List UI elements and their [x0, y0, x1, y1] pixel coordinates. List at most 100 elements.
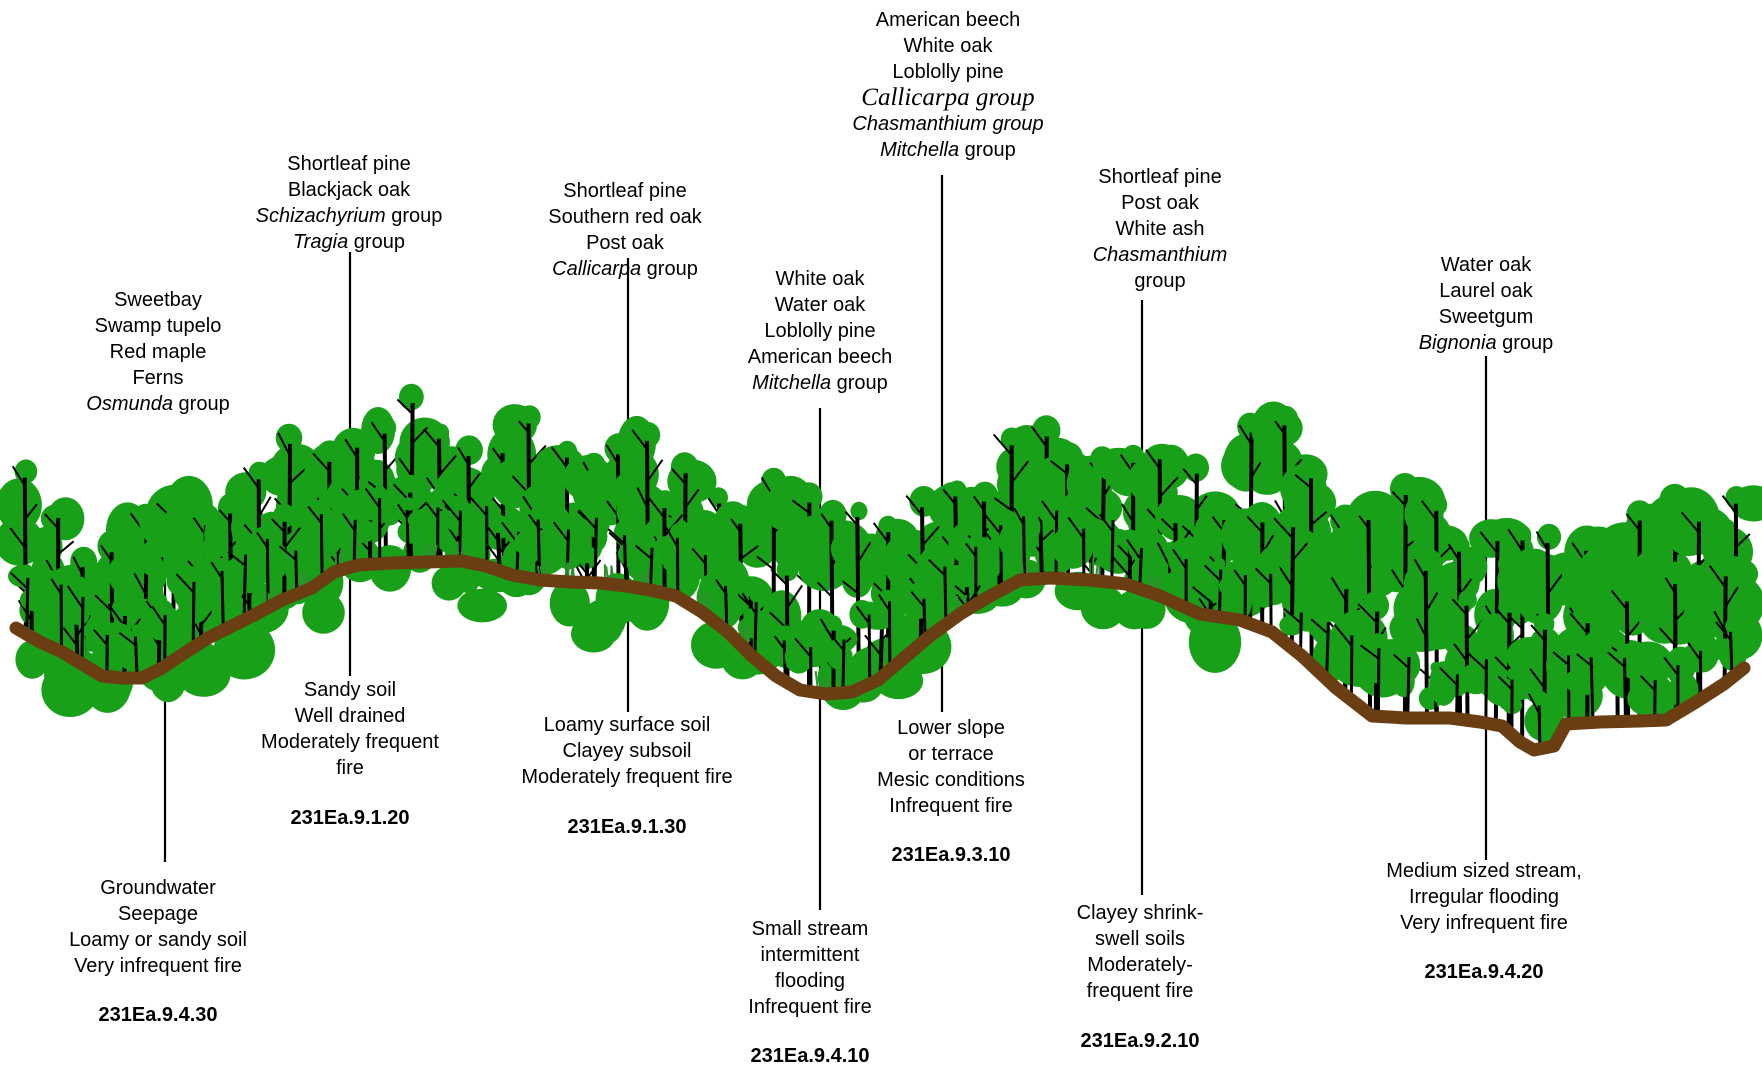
species-line: Shortleaf pine: [1098, 166, 1222, 188]
foliage: [339, 519, 379, 543]
site-line: Well drained: [294, 705, 406, 727]
species-line: Chasmanthium group: [852, 113, 1044, 135]
species-line: Mitchella group: [752, 372, 888, 394]
branch: [441, 499, 461, 522]
species-line: Osmunda group: [86, 393, 230, 415]
foliage: [1335, 572, 1356, 594]
branch: [647, 496, 666, 519]
species-line: Laurel oak: [1439, 280, 1533, 302]
branch: [342, 513, 355, 531]
foliage: [1506, 668, 1518, 680]
branch: [1211, 515, 1224, 531]
species-line: Red maple: [109, 341, 207, 363]
foliage: [918, 585, 933, 601]
branch: [858, 541, 872, 562]
foliage: [653, 490, 676, 515]
foliage: [1484, 522, 1508, 548]
foliage: [709, 487, 729, 508]
foliage: [636, 422, 661, 448]
branch: [1735, 533, 1751, 548]
foliage: [530, 503, 549, 524]
branch: [1393, 653, 1409, 668]
foliage: [1131, 533, 1148, 551]
species-line: Schizachyrium group: [255, 205, 443, 227]
branch: [1283, 607, 1302, 624]
branch: [1625, 513, 1641, 532]
tree: [203, 557, 243, 635]
site-label-231Ea-9-1-20: Sandy soil Well drained Moderately frequ…: [261, 677, 439, 781]
branch: [1453, 643, 1469, 663]
foliage: [100, 621, 114, 637]
foliage: [1411, 548, 1443, 582]
branch: [741, 592, 756, 613]
foliage: [1426, 493, 1448, 516]
branch: [1278, 566, 1293, 587]
branch: [1426, 592, 1439, 611]
species-line: American beech: [875, 9, 1021, 31]
site-line: fire: [336, 757, 364, 779]
species-line: Bignonia group: [1418, 332, 1554, 354]
site-line: Lower slope: [897, 717, 1005, 739]
branch: [1390, 569, 1406, 591]
branch: [398, 457, 413, 476]
branch: [864, 634, 882, 656]
foliage: [481, 494, 493, 506]
unit-code: 231Ea.9.4.30: [98, 1004, 218, 1026]
branch: [1494, 656, 1510, 672]
foliage: [559, 515, 575, 532]
foliage: [1584, 641, 1602, 661]
branch: [872, 522, 889, 543]
branch: [1709, 565, 1726, 587]
branch: [786, 584, 803, 608]
branch: [1195, 495, 1208, 512]
branch: [606, 500, 620, 518]
tree: [998, 501, 1041, 584]
branch: [773, 635, 787, 652]
branch: [133, 572, 147, 595]
foliage: [802, 631, 820, 651]
foliage: [1166, 506, 1187, 528]
foliage: [1725, 486, 1748, 510]
branch: [715, 579, 728, 597]
tree: [578, 500, 611, 587]
branch: [256, 531, 270, 550]
branch: [469, 496, 488, 517]
species-label-231Ea-9-1-20: Shortleaf pine Blackjack oak Schizachyri…: [256, 151, 443, 255]
branch: [288, 467, 307, 485]
branch: [910, 591, 927, 610]
branch: [344, 438, 359, 459]
branch: [1160, 518, 1178, 535]
foliage: [1683, 592, 1735, 639]
foliage: [969, 533, 983, 548]
forest-canopy: [0, 383, 1762, 753]
branch: [25, 503, 38, 519]
foliage: [1458, 589, 1477, 610]
site-label-231Ea-9-3-10: Lower slope or terrace Mesic conditions …: [877, 715, 1025, 819]
branch: [99, 544, 114, 563]
tree: [1094, 508, 1130, 587]
branch: [1192, 586, 1211, 603]
branch: [1049, 459, 1069, 476]
foliage: [48, 502, 67, 522]
site-label-231Ea-9-2-10: Clayey shrink- swell soils Moderately- f…: [1077, 900, 1204, 1004]
branch: [1294, 473, 1313, 490]
branch: [1529, 668, 1545, 689]
species-line: Mitchella group: [880, 139, 1016, 161]
branch: [93, 629, 108, 646]
species-line: Sweetgum: [1438, 306, 1534, 328]
branch: [1172, 548, 1188, 570]
branch: [210, 561, 225, 582]
foliage: [947, 480, 967, 501]
branch: [1451, 598, 1469, 617]
species-line: Callicarpa group: [552, 258, 698, 280]
foliage: [401, 497, 415, 511]
branch: [396, 398, 413, 414]
branch: [1246, 515, 1263, 534]
branch: [1507, 633, 1523, 648]
tree: [1704, 618, 1747, 682]
species-line: Callicarpa group: [861, 84, 1035, 111]
foliage: [998, 520, 1038, 562]
branch: [1413, 558, 1428, 582]
branch: [842, 580, 860, 595]
branch: [552, 521, 568, 541]
